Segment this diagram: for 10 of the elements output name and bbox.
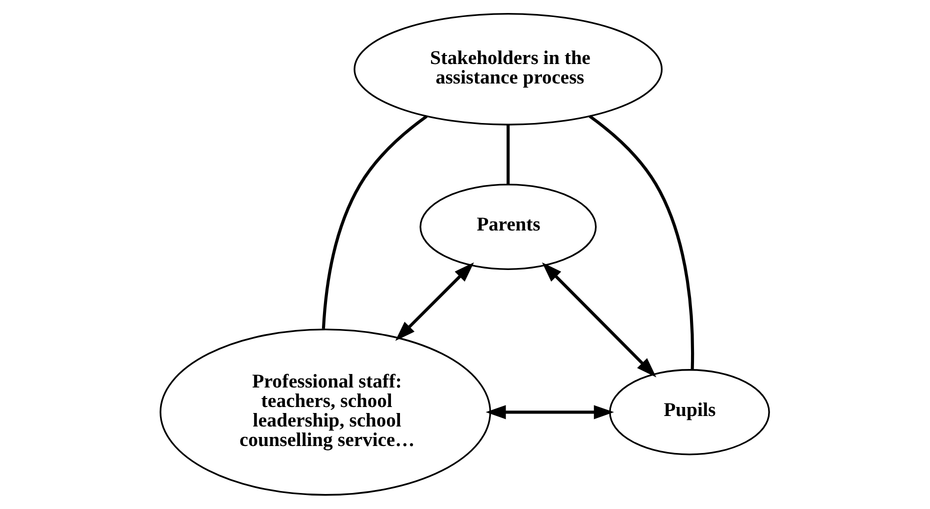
node-ellipse: Pupils [609,369,770,456]
arrow [395,262,474,341]
connector [322,114,428,329]
node-ellipse: Professional staff: teachers, school leadership, school counselling service… [160,328,492,496]
node-ellipse: Stakeholders in the assistance process [354,12,663,126]
connector [506,124,510,184]
arrow [542,262,656,378]
node-ellipse: Parents [420,184,597,270]
connector [588,114,694,370]
arrow [486,405,614,420]
